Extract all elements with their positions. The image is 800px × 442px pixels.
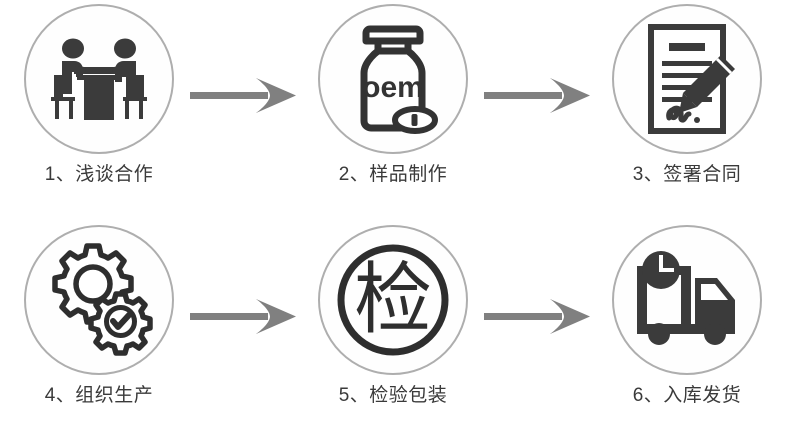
contract-signing-icon bbox=[648, 24, 735, 134]
oem-bottle-sample-icon: oem bbox=[360, 25, 438, 134]
bottle-oem-text: oem bbox=[362, 71, 424, 104]
process-step-1[interactable]: 1、浅谈合作 bbox=[6, 0, 192, 221]
process-row-2: 4、组织生产 检 5、检验包装 bbox=[0, 221, 800, 442]
meeting-negotiation-icon bbox=[51, 38, 147, 120]
gears-production-icon bbox=[52, 243, 153, 356]
arrow-step4-to-step5 bbox=[190, 295, 298, 339]
step-6-circle bbox=[612, 225, 762, 375]
arrow-step1-to-step2 bbox=[190, 74, 298, 118]
arrow-step5-to-step6 bbox=[484, 295, 592, 339]
step-5-label: 5、检验包装 bbox=[338, 385, 448, 406]
process-step-3[interactable]: 3、签署合同 bbox=[594, 0, 780, 221]
step-5-circle: 检 bbox=[318, 225, 468, 375]
step-1-label: 1、浅谈合作 bbox=[44, 164, 154, 185]
small-gear-icon bbox=[88, 291, 153, 356]
step-3-label: 3、签署合同 bbox=[632, 164, 742, 185]
delivery-truck-icon bbox=[637, 251, 735, 345]
step-6-label: 6、入库发货 bbox=[632, 385, 742, 406]
step-4-label: 4、组织生产 bbox=[44, 385, 154, 406]
clock-icon bbox=[642, 251, 680, 289]
process-row-1: 1、浅谈合作 bbox=[6, 0, 780, 221]
process-step-2[interactable]: oem 2、样品制作 bbox=[300, 0, 486, 221]
step-2-circle: oem bbox=[318, 4, 468, 154]
seal-character: 检 bbox=[354, 255, 432, 345]
step-1-circle bbox=[24, 4, 174, 154]
step-3-circle bbox=[612, 4, 762, 154]
inspection-seal-icon: 检 bbox=[337, 244, 449, 356]
step-2-label: 2、样品制作 bbox=[338, 164, 448, 185]
arrow-step2-to-step3 bbox=[484, 74, 592, 118]
process-step-6[interactable]: 6、入库发货 bbox=[594, 221, 780, 442]
step-4-circle bbox=[24, 225, 174, 375]
process-step-4[interactable]: 4、组织生产 bbox=[6, 221, 192, 442]
signature-mark bbox=[666, 105, 692, 123]
checkmark-icon bbox=[110, 312, 132, 330]
process-step-5[interactable]: 检 5、检验包装 bbox=[300, 221, 486, 442]
tablet-icon bbox=[392, 106, 438, 134]
pen-icon bbox=[679, 55, 735, 113]
